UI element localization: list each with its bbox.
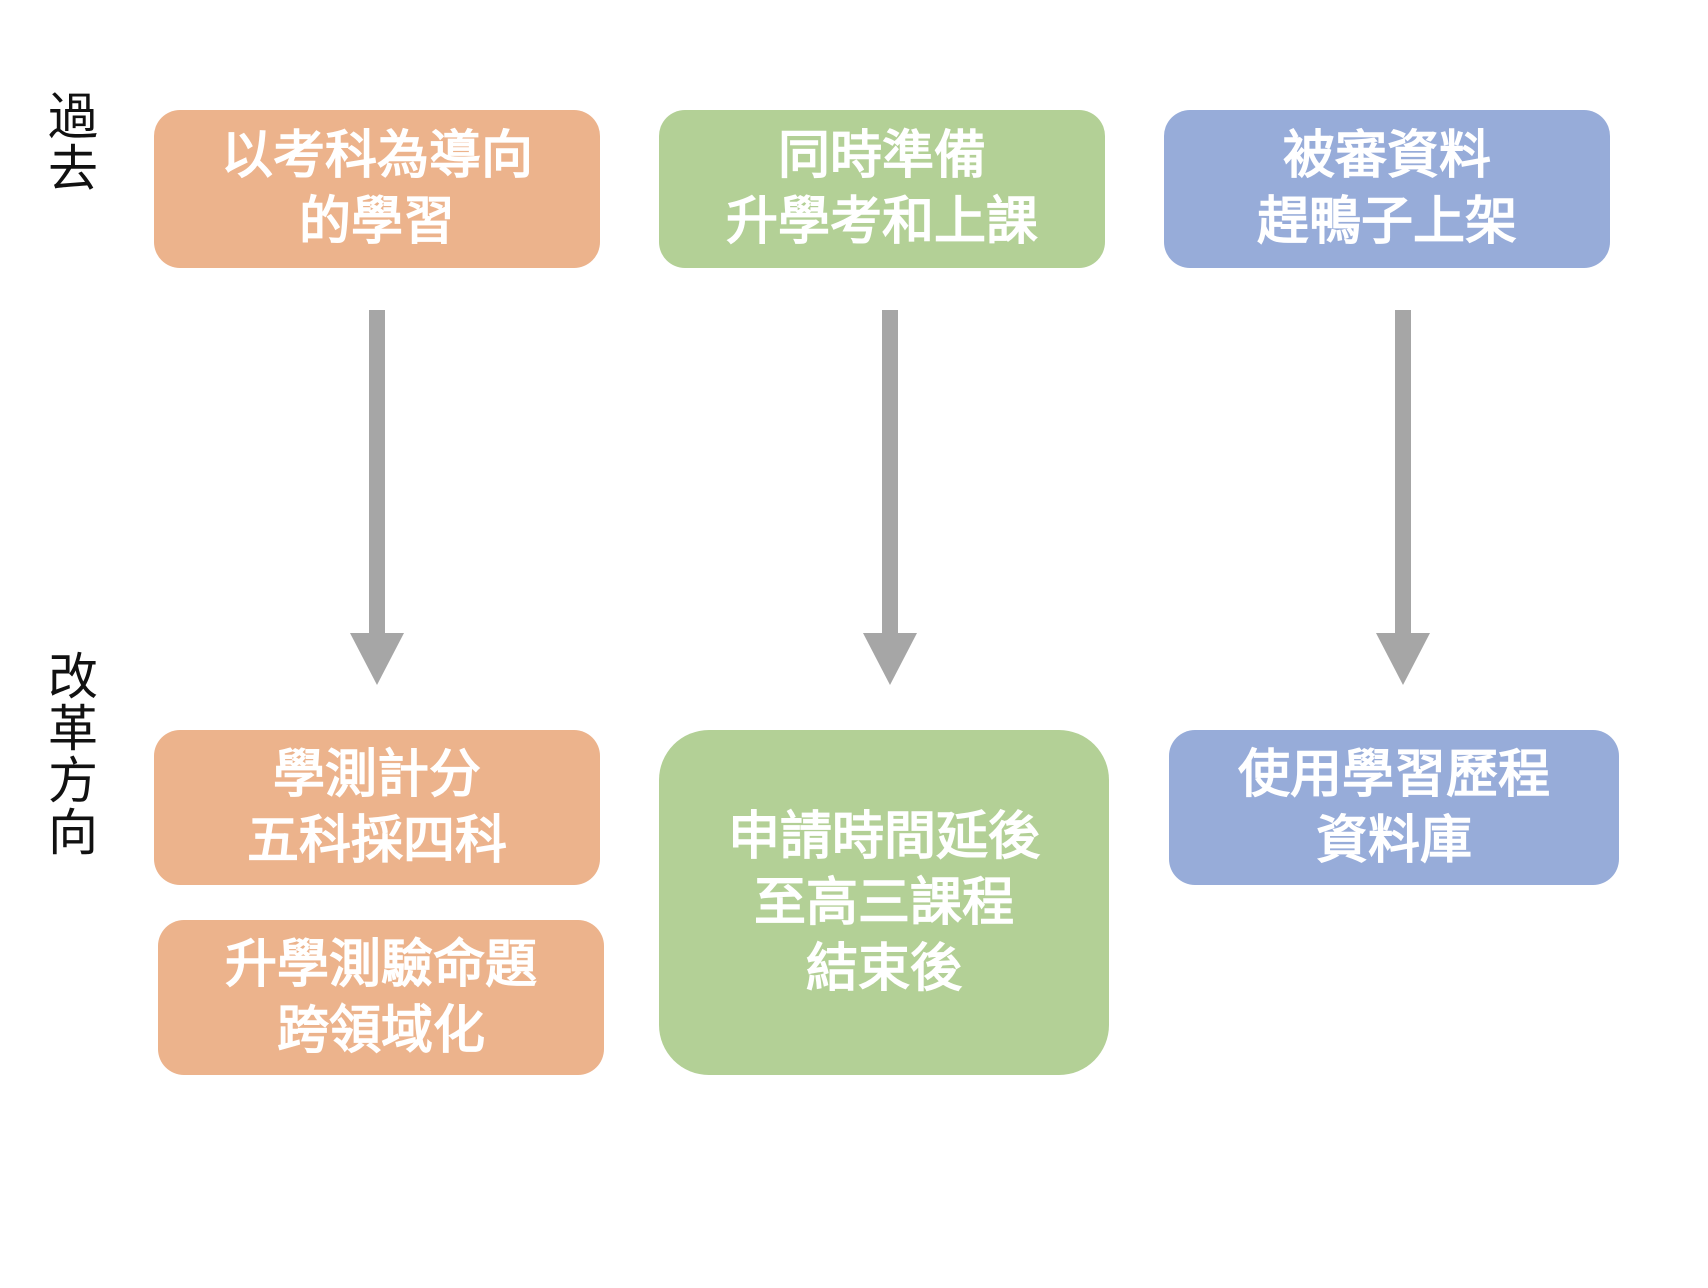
past-box-rushed-documents-line2: 趕鴨子上架 bbox=[1256, 192, 1517, 252]
past-box-exam-oriented-line2: 的學習 bbox=[298, 192, 455, 252]
past-box-exam-oriented-line1: 以考科為導向 bbox=[220, 126, 533, 186]
past-box-dual-prep: 同時準備 升學考和上課 bbox=[659, 110, 1105, 268]
reform-box-schedule: 申請時間延後 至高三課程 結束後 bbox=[659, 730, 1109, 1075]
reform-box-portfolio: 使用學習歷程 資料庫 bbox=[1169, 730, 1619, 885]
row-label-reform: 改革方向 bbox=[40, 650, 98, 858]
reform-box-scoring-line1: 學測計分 bbox=[272, 744, 481, 805]
past-box-dual-prep-line2: 升學考和上課 bbox=[725, 192, 1038, 252]
past-box-exam-oriented: 以考科為導向 的學習 bbox=[154, 110, 600, 268]
reform-box-schedule-line1: 申請時間延後 bbox=[727, 806, 1040, 867]
reform-box-schedule-line2: 至高三課程 bbox=[753, 872, 1014, 933]
reform-box-scoring-line2: 五科採四科 bbox=[246, 810, 507, 871]
past-box-dual-prep-line1: 同時準備 bbox=[777, 126, 986, 186]
row-label-past: 過去 bbox=[40, 90, 98, 194]
reform-box-interdisciplinary-line2: 跨領域化 bbox=[276, 1000, 485, 1061]
reform-box-interdisciplinary-line1: 升學測驗命題 bbox=[224, 934, 537, 995]
past-box-rushed-documents: 被審資料 趕鴨子上架 bbox=[1164, 110, 1610, 268]
reform-box-scoring: 學測計分 五科採四科 bbox=[154, 730, 600, 885]
arrow-down-col3 bbox=[1376, 310, 1430, 685]
arrow-down-col1 bbox=[350, 310, 404, 685]
arrow-down-col2 bbox=[863, 310, 917, 685]
past-box-rushed-documents-line1: 被審資料 bbox=[1282, 126, 1491, 186]
reform-box-interdisciplinary: 升學測驗命題 跨領域化 bbox=[158, 920, 604, 1075]
reform-box-portfolio-line1: 使用學習歷程 bbox=[1237, 744, 1550, 805]
reform-box-schedule-line3: 結束後 bbox=[805, 938, 962, 999]
reform-box-portfolio-line2: 資料庫 bbox=[1315, 810, 1472, 871]
